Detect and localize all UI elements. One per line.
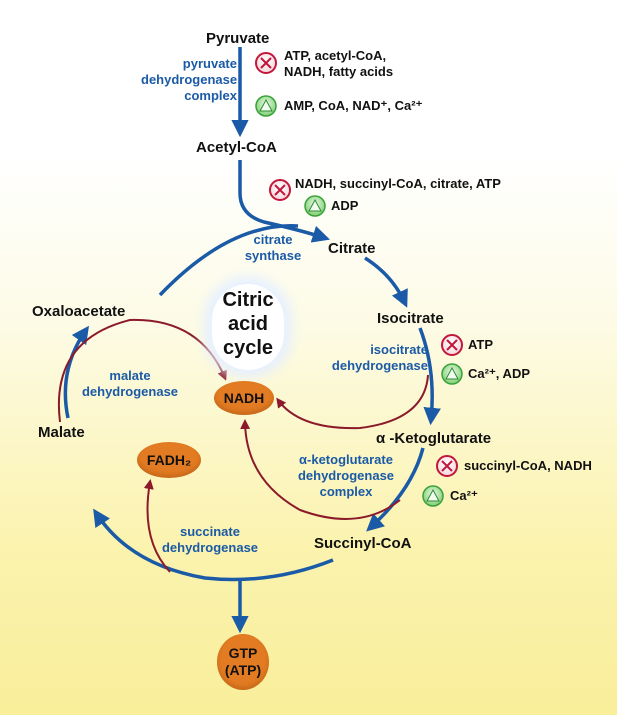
enzyme-label-line: dehydrogenase (331, 358, 428, 373)
enzyme-label-line: dehydrogenase (141, 72, 238, 87)
enzyme-label-line: synthase (244, 248, 302, 263)
activate-triangle-icon (304, 195, 326, 217)
cycle-title-line: cycle (222, 337, 274, 359)
icdh-inhibitors: ATP (468, 337, 494, 352)
pdh-activators: AMP, CoA, NAD⁺, Ca²⁺ (284, 98, 423, 113)
cycle-title: Citric acid cycle (212, 284, 284, 370)
metabolite-isocitrate: Isocitrate (377, 310, 444, 327)
arrow-malate-to-oxaloacetate (63, 325, 90, 419)
arrow-akgdh-to-nadh (240, 419, 401, 520)
inhibit-circle-x-icon (255, 52, 277, 74)
product-gtp-line: (ATP) (224, 662, 262, 678)
pdh-inhibitors: ATP, acetyl-CoA, NADH, fatty acids (284, 48, 393, 80)
cycle-title-line: acid (227, 313, 269, 335)
inhibit-circle-x-icon (441, 334, 463, 356)
akgdh-inhibitors: succinyl-CoA, NADH (464, 458, 592, 473)
arrow-acetylcoa-to-citrate (238, 160, 331, 243)
enzyme-succinate-dehydrogenase: succinate dehydrogenase (152, 524, 268, 556)
enzyme-label-line: complex (319, 484, 373, 499)
arrow-oxaloacetate-to-citrate (158, 224, 299, 297)
enzyme-label-line: succinate (180, 524, 240, 539)
metabolite-pyruvate: Pyruvate (206, 30, 270, 47)
arrow-citrate-to-isocitrate (364, 256, 408, 308)
arrow-succinylcoa-to-malate (93, 508, 334, 582)
enzyme-malate-dehydrogenase: malate dehydrogenase (72, 368, 188, 400)
regulator-line: ATP, acetyl-CoA, (284, 48, 387, 63)
enzyme-pyruvate-dehydrogenase: pyruvate dehydrogenase complex (141, 56, 237, 104)
enzyme-label-line: malate (109, 368, 151, 383)
arrow-akg-to-succinylcoa (366, 447, 425, 532)
metabolite-malate: Malate (38, 424, 85, 441)
product-fadh2: FADH₂ (137, 442, 201, 478)
arrow-sdh-to-fadh2 (143, 479, 171, 573)
enzyme-label-line: pyruvate (182, 56, 237, 71)
metabolite-alpha-ketoglutarate: α -Ketoglutarate (376, 430, 492, 447)
enzyme-label-line: dehydrogenase (161, 540, 259, 555)
activate-triangle-icon (422, 485, 444, 507)
metabolite-succinyl-coa: Succinyl-CoA (314, 535, 412, 552)
enzyme-label-line: dehydrogenase (297, 468, 395, 483)
enzyme-label-line: complex (184, 88, 237, 103)
enzyme-isocitrate-dehydrogenase: isocitrate dehydrogenase (318, 342, 428, 374)
arrow-malate-dh-to-nadh (57, 318, 227, 423)
enzyme-citrate-synthase: citrate synthase (240, 232, 306, 264)
product-gtp: GTP (ATP) (217, 634, 269, 690)
product-nadh: NADH (214, 381, 274, 415)
icdh-activators: Ca²⁺, ADP (468, 366, 530, 381)
inhibit-circle-x-icon (436, 455, 458, 477)
enzyme-alpha-ketoglutarate-dehydrogenase: α-ketoglutarate dehydrogenase complex (288, 452, 404, 500)
activate-triangle-icon (255, 95, 277, 117)
akgdh-activators: Ca²⁺ (450, 488, 478, 503)
citrate-synthase-inhibitors: NADH, succinyl-CoA, citrate, ATP (295, 176, 501, 191)
activate-triangle-icon (441, 363, 463, 385)
arrow-isocitrate-to-akg (418, 327, 441, 426)
metabolite-citrate: Citrate (328, 240, 376, 257)
metabolite-acetyl-coa: Acetyl-CoA (196, 139, 277, 156)
inhibit-circle-x-icon (269, 179, 291, 201)
citrate-synthase-activators: ADP (331, 198, 359, 213)
enzyme-label-line: α-ketoglutarate (299, 452, 393, 467)
arrow-icdh-to-nadh (276, 374, 429, 430)
product-gtp-line: GTP (228, 645, 258, 661)
metabolite-oxaloacetate: Oxaloacetate (32, 303, 126, 320)
enzyme-label-line: citrate (253, 232, 293, 247)
enzyme-label-line: isocitrate (370, 342, 428, 357)
regulator-line: NADH, fatty acids (284, 64, 394, 79)
cycle-title-line: Citric (222, 289, 274, 311)
enzyme-label-line: dehydrogenase (81, 384, 179, 399)
